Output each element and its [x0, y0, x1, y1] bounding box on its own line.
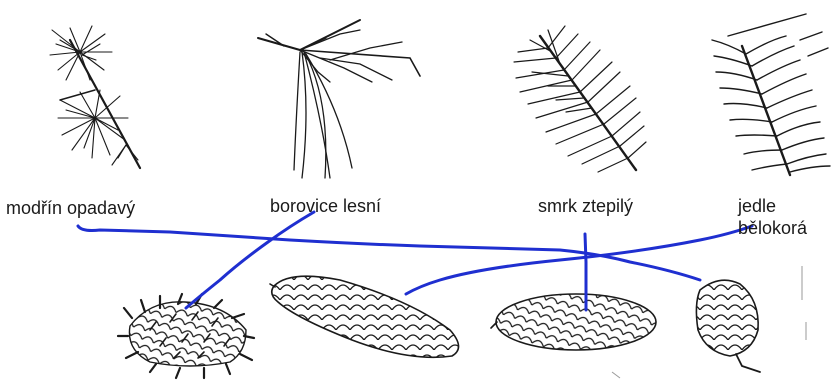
connector-lines	[78, 212, 752, 310]
connector-spruce	[585, 234, 586, 310]
spruce-twig	[514, 26, 646, 172]
label-fir-line1: jedle	[738, 195, 807, 217]
label-fir-line2: bělokorá	[738, 217, 807, 239]
larch-twig	[50, 26, 140, 168]
fir-twig	[712, 14, 830, 175]
label-fir: jedle bělokorá	[738, 195, 807, 239]
spruce-cone	[270, 276, 459, 357]
connector-larch	[78, 226, 700, 280]
larch-cone	[491, 294, 656, 350]
label-larch: modřín opadavý	[6, 197, 135, 219]
label-pine: borovice lesní	[270, 195, 381, 217]
fir-cone	[696, 280, 760, 372]
label-spruce: smrk ztepilý	[538, 195, 633, 217]
pine-twig	[258, 20, 420, 178]
connector-fir	[406, 226, 752, 294]
